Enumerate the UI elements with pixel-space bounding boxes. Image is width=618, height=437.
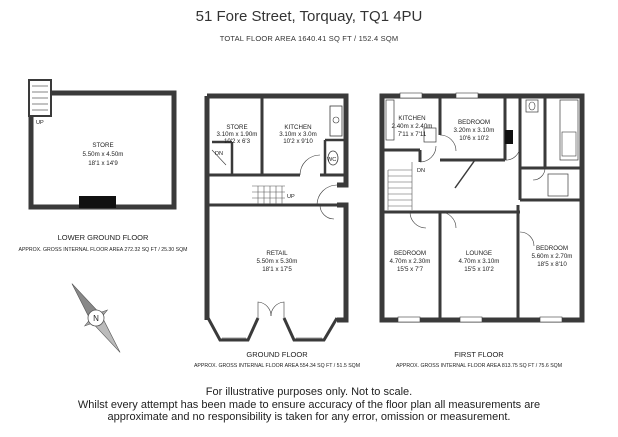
first-floor-label: FIRST FLOOR (454, 350, 504, 359)
ground-kitchen-metric: 3.10m x 3.0m (279, 131, 317, 138)
ground-floor-area: APPROX. GROSS INTERNAL FLOOR AREA 554.34… (194, 363, 360, 369)
first-floor-area: APPROX. GROSS INTERNAL FLOOR AREA 813.75… (396, 363, 562, 369)
first-bedroom3-imperial: 18'5 x 8'10 (537, 261, 567, 268)
ground-kitchen-imperial: 10'2 x 9'10 (283, 138, 313, 145)
ground-dn-label: DN (215, 151, 223, 157)
lounge-name: LOUNGE (466, 250, 492, 257)
lower-store-metric: 5.50m x 4.50m (83, 151, 124, 158)
first-kitchen-metric: 2.40m x 2.40m (392, 123, 433, 130)
retail-metric: 5.50m x 5.30m (257, 258, 298, 265)
ground-wc-label: WC (327, 157, 336, 163)
first-bedroom3-metric: 5.60m x 2.70m (532, 253, 573, 260)
first-bedroom2-metric: 4.70m x 2.30m (390, 258, 431, 265)
first-bedroom1-imperial: 10'6 x 10'2 (459, 135, 489, 142)
compass-north-label: N (93, 314, 99, 323)
first-bedroom2-imperial: 15'5 x 7'7 (397, 266, 424, 273)
ground-floor-plan (204, 93, 349, 342)
disclaimer-line-3: approximate and no responsibility is tak… (107, 411, 511, 423)
lounge-imperial: 15'5 x 10'2 (464, 266, 494, 273)
property-address-title: 51 Fore Street, Torquay, TQ1 4PU (195, 8, 423, 25)
lower-up-label: UP (36, 120, 44, 126)
compass-icon: N (71, 283, 121, 353)
lower-store-name: STORE (92, 142, 113, 149)
first-kitchen-imperial: 7'11 x 7'11 (398, 131, 427, 138)
ground-store-metric: 3.10m x 1.90m (217, 131, 258, 138)
first-dn-label: DN (417, 168, 425, 174)
disclaimer: For illustrative purposes only. Not to s… (0, 386, 618, 424)
disclaimer-line-1: For illustrative purposes only. Not to s… (205, 386, 413, 398)
chimney-breast-block (505, 130, 513, 144)
first-bedroom1-metric: 3.20m x 3.10m (454, 127, 495, 134)
first-floor-plan (379, 92, 585, 323)
ground-store-imperial: 10'2 x 6'3 (224, 138, 251, 145)
ground-floor-label: GROUND FLOOR (246, 350, 308, 359)
ground-store-name: STORE (226, 124, 247, 131)
retail-imperial: 18'1 x 17'5 (262, 266, 292, 273)
retail-name: RETAIL (266, 250, 288, 257)
total-floor-area: TOTAL FLOOR AREA 1640.41 SQ FT / 152.4 S… (219, 34, 399, 43)
lower-ground-floor-area: APPROX. GROSS INTERNAL FLOOR AREA 272.32… (19, 247, 188, 253)
fireplace-block (79, 196, 116, 208)
first-bedroom1-name: BEDROOM (458, 119, 490, 126)
disclaimer-line-2: Whilst every attempt has been made to en… (77, 398, 541, 411)
lounge-metric: 4.70m x 3.10m (459, 258, 500, 265)
lower-ground-floor-plan (28, 79, 177, 210)
ground-kitchen-name: KITCHEN (284, 124, 311, 131)
lower-ground-floor-label: LOWER GROUND FLOOR (58, 233, 149, 242)
first-bedroom2-name: BEDROOM (394, 250, 426, 257)
first-kitchen-name: KITCHEN (398, 115, 425, 122)
first-bedroom3-name: BEDROOM (536, 245, 568, 252)
lower-store-imperial: 18'1 x 14'9 (88, 160, 118, 167)
ground-up-label: UP (287, 194, 295, 200)
